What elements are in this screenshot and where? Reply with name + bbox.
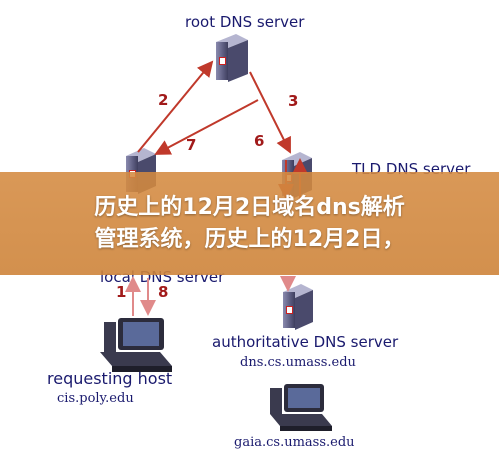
step-labels: 2 7 3 6 1 8: [116, 91, 298, 301]
requesting-host-domain: cis.poly.edu: [57, 391, 134, 406]
requesting-host-label: requesting host: [47, 369, 172, 388]
arrow-step-3: [249, 71, 291, 154]
requesting-host: requesting host cis.poly.edu: [47, 318, 172, 406]
authoritative-dns-server: authoritative DNS server dns.cs.umass.ed…: [212, 284, 399, 370]
target-host: gaia.cs.umass.edu: [234, 384, 355, 450]
server-icon: [283, 284, 313, 330]
computer-icon: [270, 384, 332, 431]
step-label: 2: [158, 91, 168, 109]
step-label: 6: [254, 132, 264, 150]
arrow-step-7: [154, 99, 259, 155]
banner-title-line-1: 历史上的12月2日域名dns解析: [94, 194, 405, 220]
banner-title-line-2: 管理系统，历史上的12月2日，: [94, 226, 405, 252]
root-dns-server: root DNS server: [185, 13, 305, 82]
step-label: 1: [116, 283, 126, 301]
step-label: 3: [288, 92, 298, 110]
step-label: 8: [158, 283, 168, 301]
server-icon: [216, 34, 248, 82]
title-banner: 历史上的12月2日域名dns解析 管理系统，历史上的12月2日，: [0, 172, 499, 275]
authoritative-domain-label: dns.cs.umass.edu: [240, 355, 356, 370]
arrow-step-2: [137, 60, 214, 153]
computer-icon: [100, 318, 172, 372]
authoritative-server-label: authoritative DNS server: [212, 333, 399, 351]
root-server-label: root DNS server: [185, 13, 305, 31]
step-label: 7: [186, 136, 196, 154]
target-host-domain: gaia.cs.umass.edu: [234, 435, 355, 450]
